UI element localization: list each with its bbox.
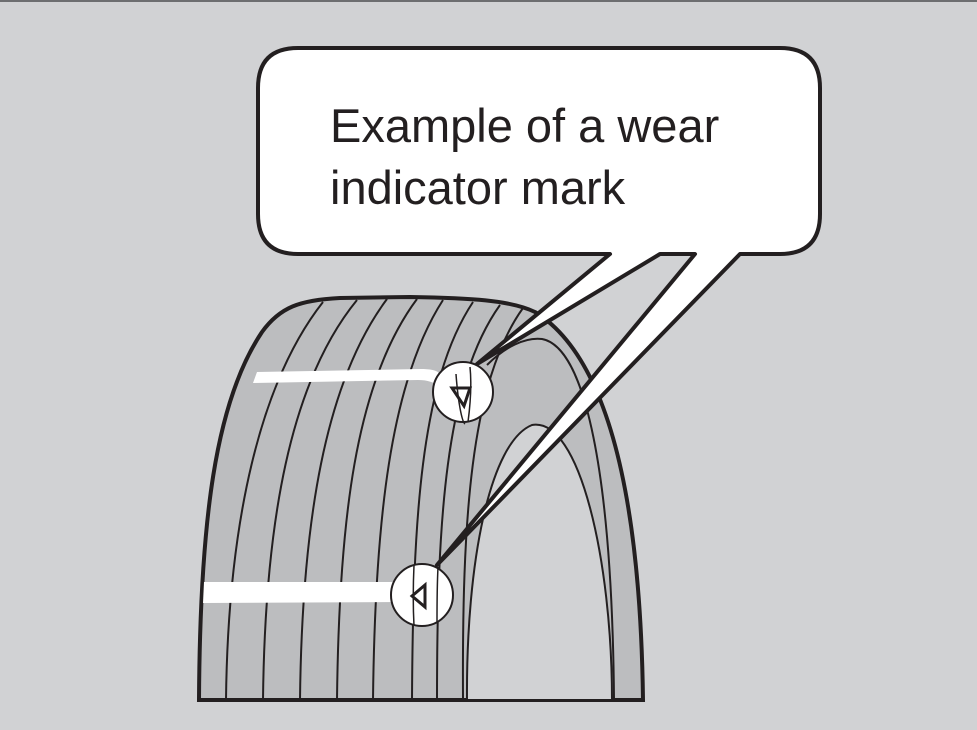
wear-indicator-upper	[432, 361, 494, 425]
callout-line-1: Example of a wear	[330, 99, 719, 152]
tire	[196, 294, 646, 702]
upper-band	[253, 369, 440, 385]
lower-band	[203, 582, 400, 603]
wear-indicator-lower	[390, 563, 454, 627]
callout-line-2: indicator mark	[330, 161, 626, 214]
triangle-mark-icon	[449, 386, 473, 410]
triangle-mark-icon	[409, 581, 427, 611]
tread-grooves	[225, 298, 524, 701]
callout-bubble	[256, 46, 822, 567]
tire-sidewall-arc	[486, 337, 615, 701]
